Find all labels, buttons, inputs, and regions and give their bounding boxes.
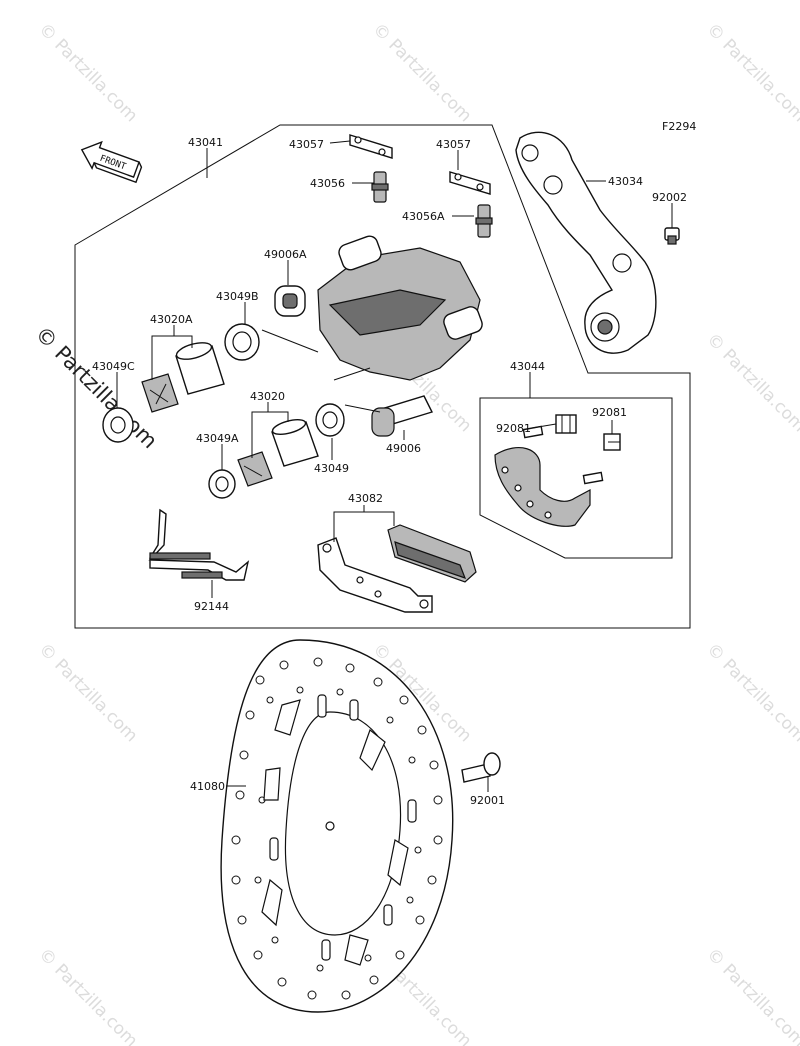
part-label-43056A: 43056A <box>402 210 445 223</box>
seal-43049A <box>208 469 236 499</box>
caliper-body <box>317 235 483 381</box>
part-label-92002: 92002 <box>652 191 687 204</box>
part-label-43020: 43020 <box>250 390 285 403</box>
brake-pads-43082 <box>317 524 477 613</box>
part-label-43057: 43057 <box>289 138 324 151</box>
part-labels: 43041 43057 43057 43056 43056A 43034 920… <box>92 136 687 807</box>
pad-spring-43044 <box>494 425 604 527</box>
part-label-41080: 41080 <box>190 780 225 793</box>
part-label-92001: 92001 <box>470 794 505 807</box>
watermark: © Partzilla.com <box>702 19 800 126</box>
diagram-code: F2294 <box>662 120 696 133</box>
watermark: © Partzilla.com <box>702 944 800 1046</box>
part-label-43041: 43041 <box>188 136 223 149</box>
part-label-49006: 49006 <box>386 442 421 455</box>
watermark-large: © Partzilla.com <box>30 322 162 454</box>
leader-lines <box>116 140 673 792</box>
piston-43020 <box>271 419 319 467</box>
disc-bolt-92001 <box>461 752 501 783</box>
part-label-43049A: 43049A <box>196 432 239 445</box>
part-label-43082: 43082 <box>348 492 383 505</box>
clip-92081-left <box>555 414 577 434</box>
watermark: © Partzilla.com <box>702 329 800 436</box>
part-label-43020A: 43020A <box>150 313 193 326</box>
part-label-43056: 43056 <box>310 177 345 190</box>
part-label-92144: 92144 <box>194 600 229 613</box>
piston-insulator-43020 <box>237 451 273 487</box>
watermark: © Partzilla.com <box>702 639 800 746</box>
part-label-92081: 92081 <box>496 422 531 435</box>
watermark: © Partzilla.com <box>34 19 141 126</box>
pad-plate-43057 <box>349 134 393 159</box>
sleeve-49006 <box>371 395 433 437</box>
pad-plate-43057 <box>449 171 491 195</box>
pad-spring-92144 <box>148 508 250 581</box>
part-label-92081: 92081 <box>592 406 627 419</box>
watermark: © Partzilla.com <box>368 19 475 126</box>
front-arrow-icon: FRONT <box>80 140 143 184</box>
brake-disc-41080 <box>220 639 454 1013</box>
part-label-43049B: 43049B <box>216 290 259 303</box>
seal-43049 <box>315 403 345 437</box>
part-label-43049C: 43049C <box>92 360 135 373</box>
part-label-49006A: 49006A <box>264 248 307 261</box>
sleeve-49006A <box>274 285 306 317</box>
part-label-43049: 43049 <box>314 462 349 475</box>
caliper-assembly-frame <box>74 124 691 629</box>
seal-43049B <box>224 323 260 361</box>
part-label-43057: 43057 <box>436 138 471 151</box>
bolt-92002 <box>664 227 680 245</box>
piston-insulator-43049C <box>141 373 179 413</box>
watermark: © Partzilla.com <box>34 639 141 746</box>
part-label-43034: 43034 <box>608 175 643 188</box>
bleed-valve-43056 <box>371 171 389 203</box>
bleed-valve-43056A <box>475 204 493 238</box>
caliper-bracket <box>515 131 657 354</box>
pad-spring-frame <box>479 397 673 559</box>
part-label-43044: 43044 <box>510 360 545 373</box>
watermark: © Partzilla.com <box>34 944 141 1046</box>
piston-43020A <box>175 342 225 395</box>
ring-43049C <box>102 407 134 443</box>
clip-92081-right <box>603 433 621 451</box>
